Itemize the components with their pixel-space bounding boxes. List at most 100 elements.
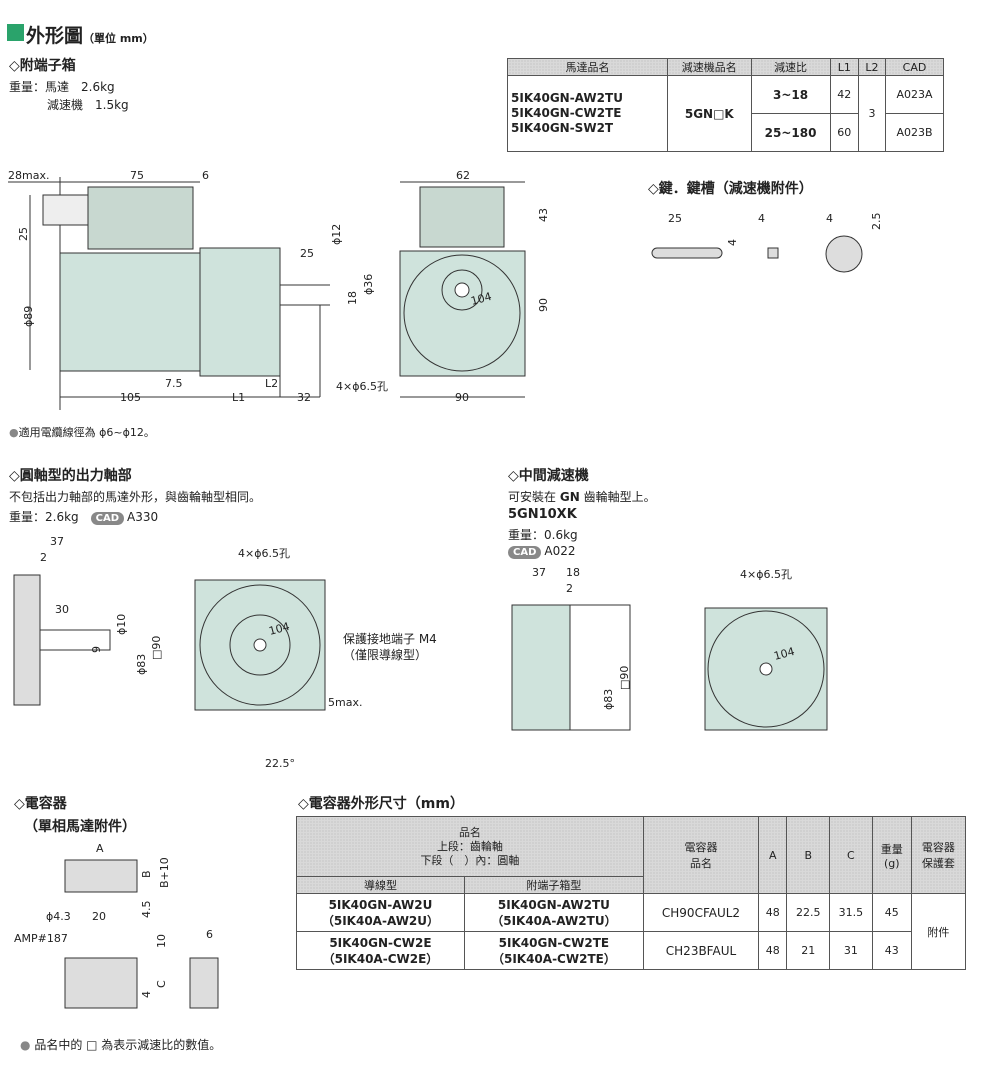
rs-dim-2: 2 [40, 551, 47, 564]
cap-th-lead: 導線型 [296, 876, 465, 894]
rs-dim-9: 9 [90, 646, 103, 653]
dim-25v: 25 [17, 227, 30, 241]
cable-note-text: 適用電纜線徑為 ϕ6~ϕ12。 [18, 426, 155, 439]
cap-th-a: A [758, 816, 788, 894]
dim-90h: 90 [455, 391, 469, 404]
mid-gear-model: 5GN10XK [508, 507, 577, 522]
rs-dim-22-5: 22.5° [265, 757, 295, 770]
cap-row2-w: 43 [871, 931, 912, 970]
cap-row1-c: 31.5 [829, 893, 873, 932]
dim-90v: 90 [537, 298, 550, 312]
dim-18: 18 [346, 291, 359, 305]
round-shaft-drawing: 37 2 30 9 ϕ10 ϕ83 □90 4×ϕ6.5孔 104 5max. … [13, 535, 362, 770]
dim-25h: 25 [300, 247, 314, 260]
cap-row2-b: 21 [786, 931, 831, 970]
dim-28max: 28max. [8, 169, 49, 182]
cap-row1-cap: CH90CFAUL2 [642, 893, 760, 932]
cap-dim-20: 20 [92, 910, 106, 923]
mid-desc-pre: 可安裝在 [508, 490, 557, 504]
cap-row2-lead1: 5IK40GN-CW2E [329, 935, 432, 950]
mid-gear-drawing: 37 18 2 ϕ83 □90 4×ϕ6.5孔 104 [511, 566, 828, 731]
ground-note-2: （僅限導線型） [343, 648, 428, 662]
mid-gear-cad: A022 [544, 544, 576, 558]
cap-row2-lead2: （5IK40A-CW2E） [322, 951, 439, 966]
mg-dim-104: 104 [772, 645, 796, 663]
round-shaft-heading: ◇圓軸型的出力軸部 [9, 468, 132, 484]
cap-row2-term: 5IK40GN-CW2TE（5IK40A-CW2TE） [463, 931, 644, 970]
cap-th-term: 附端子箱型 [463, 876, 644, 894]
cad-1: A023A [884, 75, 945, 114]
mg-dim-phi83: ϕ83 [602, 689, 615, 710]
cap-dim-C: C [155, 980, 168, 988]
rs-dim-104: 104 [267, 620, 291, 638]
dim-105: 105 [120, 391, 141, 404]
cap-row1-b: 22.5 [786, 893, 831, 932]
motor-front-drawing: 62 43 104 90 90 [399, 169, 550, 404]
capacitor-table: 品名 上段：齒輪軸 下段（ ）內：圓軸 電容器 品名 A B C 重量 (g) … [296, 816, 967, 970]
dim-6: 6 [202, 169, 209, 182]
dim-75: 75 [130, 169, 144, 182]
key-drawing: 25 4 4 4 2.5 [651, 212, 883, 273]
footnote-text: 品名中的 □ 為表示減速比的數值。 [34, 1038, 222, 1052]
key-2-5: 2.5 [870, 213, 883, 231]
cap-table-heading: ◇電容器外形尺寸（mm） [298, 796, 464, 812]
dim-l2: L2 [265, 377, 278, 390]
rs-dim-sq90: □90 [150, 636, 163, 660]
cap-amp: AMP#187 [14, 932, 68, 945]
capacitor-drawing: A B B+10 ϕ4.3 20 4.5 AMP#187 10 6 4 C [14, 842, 219, 1009]
cap-row2-term1: 5IK40GN-CW2TE [498, 935, 610, 950]
rs-dim-5max: 5max. [328, 696, 362, 709]
model-sw2t: 5IK40GN-SW2T [511, 121, 614, 135]
rs-holes: 4×ϕ6.5孔 [238, 547, 290, 560]
cap-row1-lead1: 5IK40GN-AW2U [328, 897, 433, 912]
cap-row1-term1: 5IK40GN-AW2TU [497, 897, 610, 912]
mid-gear-heading: ◇中間減速機 [508, 468, 589, 484]
gearhead-model: 5GN□K [667, 75, 752, 152]
l1-2: 60 [829, 113, 859, 152]
key-4c: 4 [826, 212, 833, 225]
motor-side-drawing: 28max. 75 6 25 ϕ89 ϕ12 25 18 ϕ36 7.5 L2 … [8, 169, 375, 410]
cap-th-b: B [786, 816, 831, 894]
ground-note-1: 保護接地端子 M4 [343, 632, 437, 646]
cap-dim-B: B [140, 870, 153, 878]
dim-phi36: ϕ36 [362, 274, 375, 295]
dim-7-5: 7.5 [165, 377, 183, 390]
ratio-1: 3~18 [750, 75, 831, 114]
weight-motor: 重量：馬達 2.6kg [9, 80, 115, 94]
th-ratio: 減速比 [750, 58, 831, 76]
cap-th-capname: 電容器 品名 [642, 816, 760, 894]
terminal-box-heading: ◇附端子箱 [9, 58, 76, 74]
cap-dim-phi4-3: ϕ4.3 [46, 910, 71, 923]
page-title: 外形圖（單位 mm） [26, 21, 154, 48]
cap-th-model: 品名 上段：齒輪軸 下段（ ）內：圓軸 [296, 816, 644, 877]
cap-row1-a: 48 [758, 893, 788, 932]
rs-dim-phi83: ϕ83 [135, 654, 148, 675]
th-gear: 減速機品名 [667, 58, 752, 76]
model-cw2te: 5IK40GN-CW2TE [511, 106, 622, 120]
cap-th-c: C [829, 816, 873, 894]
holes-label: 4×ϕ6.5孔 [336, 380, 388, 393]
cap-row1-lead: 5IK40GN-AW2U（5IK40A-AW2U） [296, 893, 465, 932]
cap-th-weight: 重量 (g) [871, 816, 912, 894]
mid-desc-post: 齒輪軸型上。 [583, 490, 656, 504]
ground-note: 保護接地端子 M4 （僅限導線型） [343, 631, 437, 663]
cap-row2-term2: （5IK40A-CW2TE） [491, 951, 616, 966]
cap-cover: 附件 [910, 893, 967, 970]
l1-1: 42 [829, 75, 859, 114]
cap-row1-term: 5IK40GN-AW2TU（5IK40A-AW2TU） [463, 893, 644, 932]
th-cad: CAD [884, 58, 945, 76]
title-text: 外形圖 [26, 25, 84, 47]
mid-cad-badge: CAD [508, 546, 542, 559]
th-l1: L1 [829, 58, 859, 76]
cap-row1-w: 45 [871, 893, 912, 932]
round-shaft-weight: 重量：2.6kg [9, 510, 79, 524]
mg-dim-sq90: □90 [618, 666, 631, 690]
mid-gear-desc: 可安裝在 GN 齒輪軸型上。 [508, 488, 656, 505]
title-unit: （單位 mm） [83, 32, 154, 45]
cap-row2-c: 31 [829, 931, 873, 970]
cap-th-model-label: 品名 [458, 825, 481, 839]
dim-43: 43 [537, 208, 550, 222]
cap-dim-4-5: 4.5 [140, 901, 153, 919]
th-l2: L2 [857, 58, 886, 76]
